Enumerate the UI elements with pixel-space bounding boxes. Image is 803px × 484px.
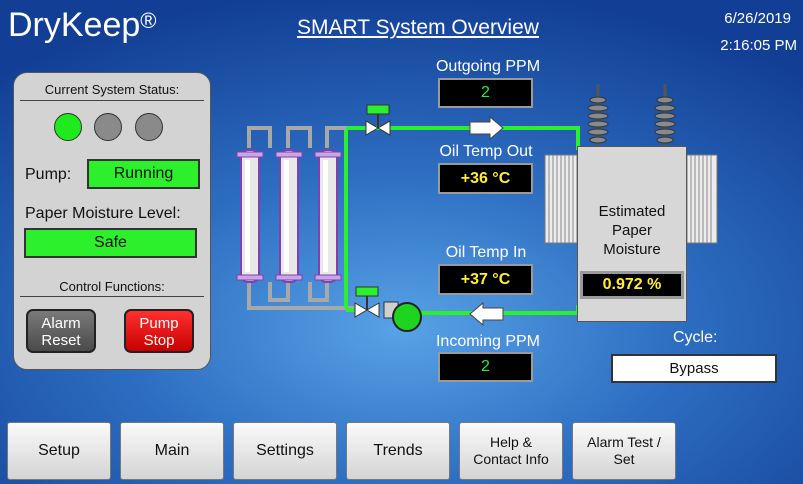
filter-manifold <box>247 126 360 310</box>
pump-label: Pump: <box>25 166 72 183</box>
filter-cartridges <box>236 149 342 283</box>
time-readout: 2:16:05 PM <box>720 37 797 54</box>
nav-setup-label: Setup <box>38 442 80 459</box>
flow-arrow-out-icon <box>469 115 504 141</box>
filter-1 <box>236 149 264 283</box>
transformer-tank: Estimated Paper Moisture 0.972 % <box>577 146 687 322</box>
nav-setup-button[interactable]: Setup <box>7 422 111 480</box>
current-status-heading: Current System Status: <box>44 82 180 97</box>
alarm-reset-label: Alarm Reset <box>41 315 81 349</box>
brand-logo: DryKeep® <box>8 6 157 45</box>
incoming-ppm-label: Incoming PPM <box>435 333 541 350</box>
pump-status-indicator: Running <box>87 159 200 189</box>
status-lamp-1 <box>54 113 82 141</box>
date-readout: 6/26/2019 <box>724 10 791 27</box>
transformer-radiator-right <box>686 154 718 244</box>
pump-stop-label: Pump Stop <box>139 315 179 349</box>
transformer-bushing-icon <box>587 84 609 148</box>
transformer-radiator-left <box>544 154 578 244</box>
cycle-label: Cycle: <box>673 329 718 346</box>
oil-temp-out-label: Oil Temp Out <box>439 143 533 160</box>
divider <box>20 296 204 297</box>
nav-alarm-line2: Set <box>613 451 635 467</box>
filter-3 <box>314 149 342 283</box>
nav-main-button[interactable]: Main <box>120 422 224 480</box>
nav-help-line2: Contact Info <box>473 451 549 467</box>
nav-trends-label: Trends <box>373 442 423 459</box>
outgoing-ppm-readout: 2 <box>438 78 533 108</box>
estimated-moisture-line2: Paper <box>611 222 653 239</box>
oil-temp-out-readout: +36 °C <box>438 163 533 194</box>
paper-moisture-readout: 0.972 % <box>580 271 684 299</box>
status-lamp-2 <box>94 113 122 141</box>
alarm-reset-button[interactable]: Alarm Reset <box>26 309 96 353</box>
nav-trends-button[interactable]: Trends <box>346 422 450 480</box>
control-functions-heading: Control Functions: <box>59 279 165 294</box>
brand-name: DryKeep <box>8 6 141 44</box>
status-lamp-3 <box>135 113 163 141</box>
nav-settings-label: Settings <box>256 442 314 459</box>
moisture-level-indicator: Safe <box>24 228 197 258</box>
flow-arrow-in-icon <box>469 301 504 327</box>
pump-icon <box>383 301 422 332</box>
nav-main-label: Main <box>154 442 190 459</box>
inlet-valve-icon <box>354 286 380 318</box>
page-title: SMART System Overview <box>297 16 539 39</box>
pump-stop-button[interactable]: Pump Stop <box>124 309 194 353</box>
outlet-valve-icon <box>365 104 391 136</box>
nav-alarm-line1: Alarm Test / <box>587 434 661 450</box>
estimated-moisture-line1: Estimated <box>598 203 666 220</box>
nav-help-button[interactable]: Help &Contact Info <box>459 422 563 480</box>
incoming-ppm-readout: 2 <box>438 352 533 382</box>
nav-help-line1: Help & <box>489 434 533 450</box>
transformer-bushing-icon <box>654 84 676 148</box>
oil-temp-in-label: Oil Temp In <box>445 244 527 261</box>
nav-settings-button[interactable]: Settings <box>233 422 337 480</box>
moisture-level-label: Paper Moisture Level: <box>25 205 181 222</box>
estimated-moisture-label: Estimated Paper Moisture <box>578 202 686 259</box>
estimated-moisture-line3: Moisture <box>603 241 661 258</box>
divider <box>20 100 204 101</box>
outgoing-ppm-label: Outgoing PPM <box>435 58 541 75</box>
cycle-value[interactable]: Bypass <box>611 354 777 383</box>
brand-mark: ® <box>140 8 157 33</box>
filter-2 <box>275 149 303 283</box>
nav-alarm-test-button[interactable]: Alarm Test /Set <box>572 422 676 480</box>
status-panel: Current System Status: Pump: Running Pap… <box>13 72 211 370</box>
oil-temp-in-readout: +37 °C <box>438 264 533 295</box>
